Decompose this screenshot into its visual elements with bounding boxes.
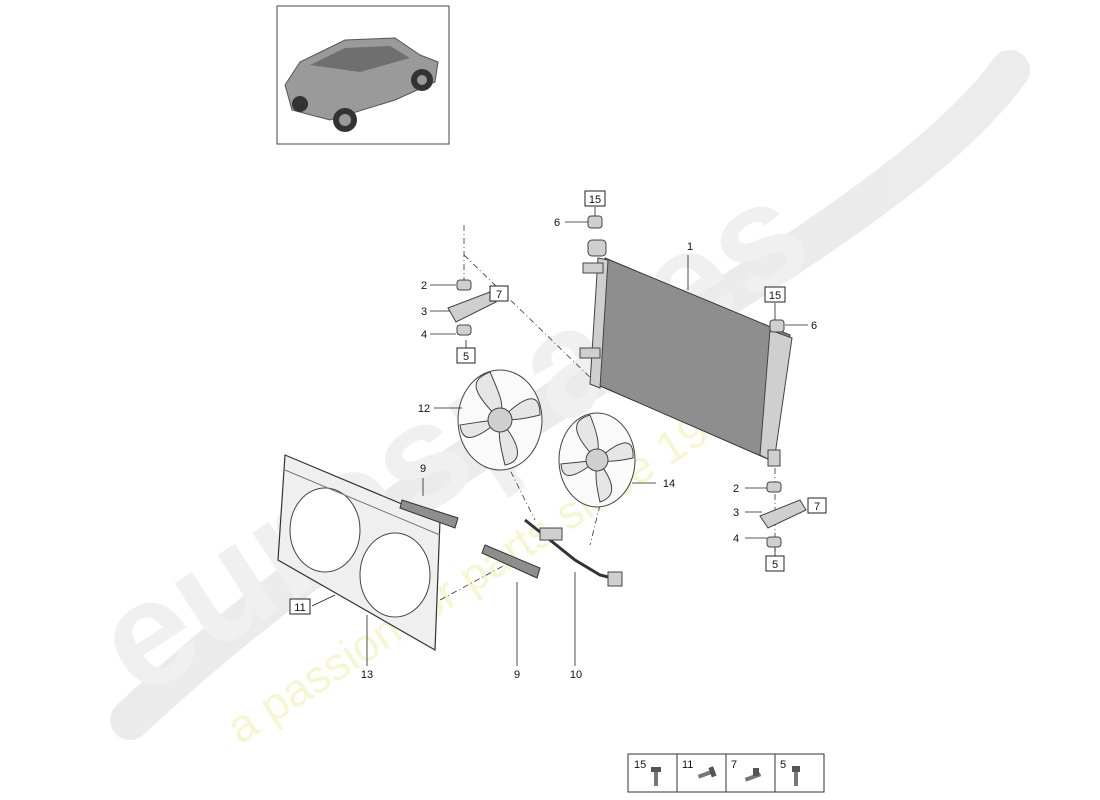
callout-11: 11: [294, 602, 305, 614]
legend-label: 5: [780, 759, 786, 771]
left-mount-hardware: [447, 279, 497, 336]
callout-7-right: 7: [814, 501, 820, 513]
callout-14: 14: [663, 478, 675, 490]
car-thumbnail: [276, 5, 450, 145]
callout-15-right: 15: [769, 290, 781, 302]
callout-5-right: 5: [772, 559, 778, 571]
fan-shroud-part-13: [277, 454, 441, 652]
fan-part-12: [457, 369, 543, 471]
callout-13: 13: [361, 669, 373, 681]
callout-2-left: 2: [421, 280, 427, 292]
callout-2-right: 2: [733, 483, 739, 495]
callout-3-right: 3: [733, 507, 739, 519]
legend-label: 7: [731, 759, 737, 771]
callout-15-top: 15: [589, 194, 601, 206]
radiator-part-1: [579, 239, 793, 467]
callout-6-top: 6: [554, 217, 560, 229]
callout-7-left: 7: [496, 289, 502, 301]
legend-label: 11: [682, 759, 693, 771]
legend-cell-15: 15: [634, 759, 661, 786]
callout-3-left: 3: [421, 306, 427, 318]
callout-4-left: 4: [421, 329, 427, 341]
callout-1: 1: [687, 241, 693, 253]
fan-part-14: [558, 412, 636, 508]
callout-labels: 1 2 3 4 7 5 15 6 15 6 12 14 9 2 3 4 7 5 …: [289, 190, 827, 681]
fastener-legend: 15 11 7 5: [627, 753, 825, 793]
cap-parts-6: [587, 215, 785, 333]
callout-6-right: 6: [811, 320, 817, 332]
legend-cell-5: 5: [780, 759, 800, 786]
callout-5-left: 5: [463, 351, 469, 363]
bolt-icon: [651, 767, 661, 786]
legend-cell-11: 11: [682, 759, 717, 779]
legend-cell-7: 7: [731, 759, 762, 782]
callout-12: 12: [418, 403, 430, 415]
callout-9-top: 9: [420, 463, 426, 475]
bolt-icon: [792, 766, 800, 786]
wiring-harness-part-10: [524, 518, 623, 587]
bolt-icon: [744, 768, 762, 782]
seal-parts-9: [399, 499, 541, 579]
callout-10: 10: [570, 669, 582, 681]
callout-4-right: 4: [733, 533, 739, 545]
leader-lines: [311, 207, 808, 666]
right-mount-hardware: [759, 481, 807, 548]
screw-icon: [697, 766, 717, 779]
callout-9-bottom: 9: [514, 669, 520, 681]
legend-label: 15: [634, 759, 646, 771]
